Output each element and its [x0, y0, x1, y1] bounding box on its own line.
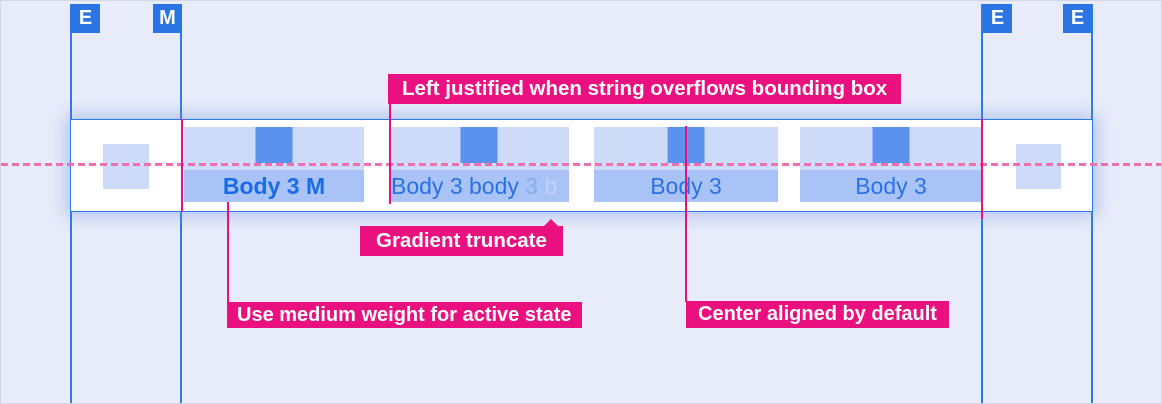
tab-bounding-box	[800, 127, 982, 170]
tab-icon-placeholder	[460, 127, 498, 163]
callout-line-center-aligned	[685, 126, 687, 302]
tab-label-truncated: Body 3 body 3 b	[389, 170, 569, 202]
tab-item-active[interactable]: Body 3 M	[184, 127, 364, 202]
callout-line-active-weight	[227, 202, 229, 302]
annotation-medium-weight: Use medium weight for active state	[227, 302, 582, 328]
measure-line-content-left	[181, 119, 183, 212]
measure-line-content-right	[981, 119, 983, 219]
annotation-gradient-truncate: Gradient truncate	[360, 219, 563, 256]
tab-item-overflow[interactable]: Body 3 body 3 b	[389, 127, 569, 202]
guide-marker-e-left: E	[71, 4, 100, 33]
pointer-up-icon	[542, 219, 559, 227]
callout-line-overflow	[389, 102, 391, 204]
tab-bounding-box	[184, 127, 364, 170]
annotation-center-aligned: Center aligned by default	[686, 301, 949, 328]
annotation-left-justified: Left justified when string overflows bou…	[388, 74, 902, 104]
tab-bounding-box	[389, 127, 569, 170]
tab-item-default[interactable]: Body 3	[800, 127, 982, 202]
guide-marker-e-right-outer: E	[1063, 4, 1092, 33]
label-segment-fade: 3	[525, 173, 539, 199]
right-edge-icon-placeholder	[1016, 144, 1061, 189]
tab-icon-placeholder	[255, 127, 293, 163]
baseline-dashed-guide	[1, 163, 1161, 166]
guide-marker-m: M	[153, 4, 182, 33]
left-edge-icon-placeholder	[103, 144, 149, 189]
tab-label: Body 3 M	[184, 170, 364, 202]
label-segment-fade-end: b	[538, 173, 558, 199]
tab-label: Body 3	[800, 170, 982, 202]
annotation-text: Gradient truncate	[376, 229, 547, 252]
tab-icon-placeholder	[872, 127, 910, 163]
label-segment-main: Body 3 body	[391, 173, 526, 199]
guide-marker-e-right-inner: E	[983, 4, 1012, 33]
